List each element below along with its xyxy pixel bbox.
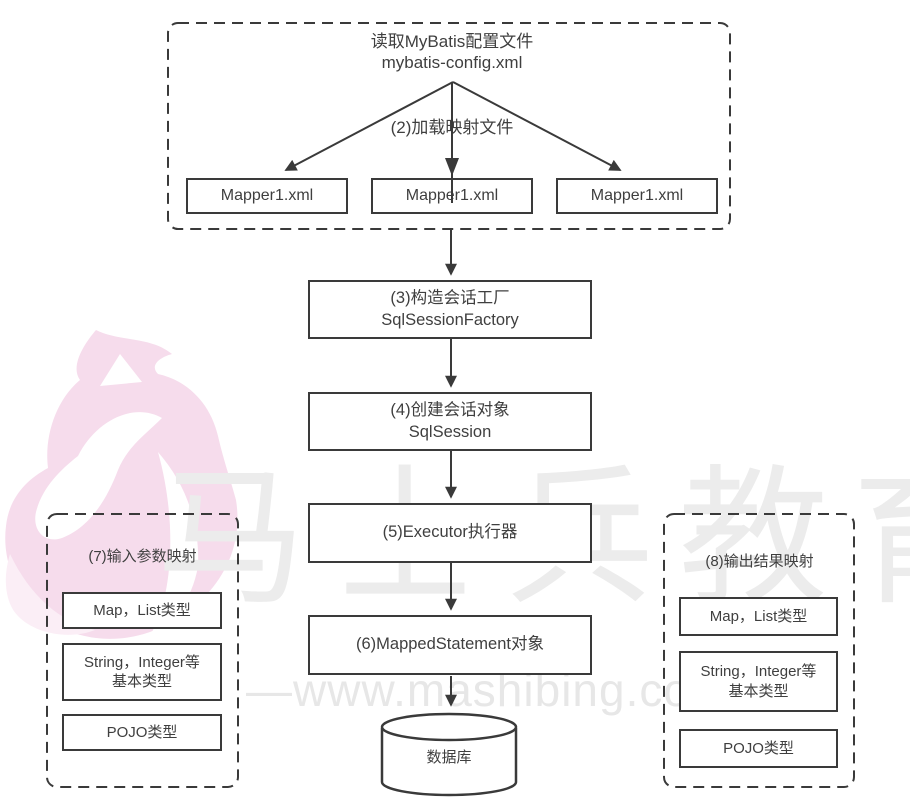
mapper-xml-box-3: Mapper1.xml [556,178,718,214]
input-mapping-title: (7)输入参数映射 [88,548,197,565]
sqlsession-box: (4)创建会话对象 SqlSession [308,392,592,451]
sqlsessionfactory-box: (3)构造会话工厂 SqlSessionFactory [308,280,592,339]
step6-line1: (6)MappedStatement对象 [355,635,544,654]
step5-line1: (5)Executor执行器 [382,523,518,542]
step4-line2: SqlSession [408,422,492,441]
mapper-xml-label: Mapper1.xml [405,186,499,204]
arrowhead-config-to-mapper2 [445,158,459,176]
database-label: 数据库 [426,749,472,766]
output-map-list-box: Map，List类型 [679,597,838,636]
input-pojo-label: POJO类型 [106,723,178,741]
input-map-list-label: Map，List类型 [93,601,191,619]
config-title-line1: 读取MyBatis配置文件 [370,32,534,51]
step3-line2: SqlSessionFactory [381,310,519,329]
mapper-xml-box-2: Mapper1.xml [371,178,533,214]
input-map-list-box: Map，List类型 [62,592,222,629]
input-string-integer-box: String，Integer等 基本类型 [62,643,222,701]
database-cylinder: 数据库 [379,712,519,798]
output-mapping-title: (8)输出结果映射 [705,553,814,570]
cylinder-icon [380,712,518,797]
output-pojo-box: POJO类型 [679,729,838,768]
output-map-list-label: Map，List类型 [709,607,808,625]
mapper-xml-label: Mapper1.xml [220,186,314,204]
step4-line1: (4)创建会话对象 [390,401,510,420]
input-string-integer-line2: 基本类型 [111,673,172,690]
mappedstatement-box: (6)MappedStatement对象 [308,615,592,675]
config-file-title: 读取MyBatis配置文件 mybatis-config.xml [302,31,602,73]
executor-box: (5)Executor执行器 [308,503,592,563]
output-string-integer-line2: 基本类型 [728,682,789,700]
input-pojo-box: POJO类型 [62,714,222,751]
step3-line1: (3)构造会话工厂 [390,289,510,308]
mapper-xml-label: Mapper1.xml [590,186,684,204]
load-mapper-files-label: (2)加载映射文件 [390,118,514,137]
output-string-integer-line1: String，Integer等 [700,663,817,680]
output-string-integer-box: String，Integer等 基本类型 [679,651,838,712]
mapper-xml-box-1: Mapper1.xml [186,178,348,214]
output-pojo-label: POJO类型 [723,739,794,757]
config-title-line2: mybatis-config.xml [381,53,523,72]
input-string-integer-line1: String，Integer等 [84,653,200,671]
